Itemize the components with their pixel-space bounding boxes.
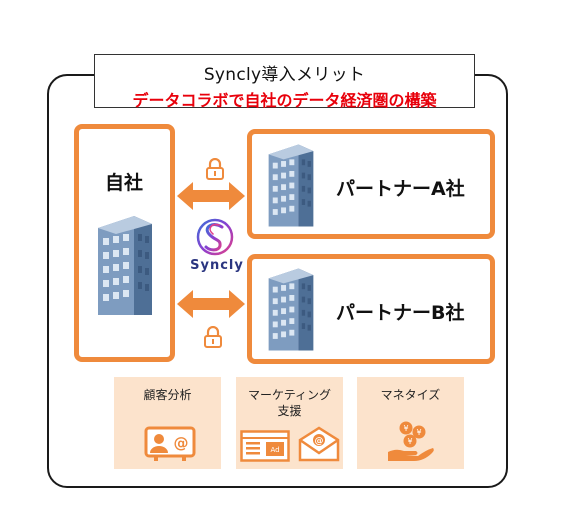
own-building-icon [98,216,152,315]
own-company-label: 自社 [105,172,144,194]
svg-text:¥: ¥ [403,424,408,433]
syncly-logo-text: Syncly [190,258,244,273]
title-box: Syncly導入メリット データコラボで自社のデータ経済圏の構築 [94,54,475,110]
partner-b-label: パートナーB社 [336,302,465,324]
service-label: マーケティング 支援 [247,388,332,418]
syncly-logo-icon [196,218,234,256]
partner-a-label: パートナーA社 [336,178,465,200]
page-subtitle: データコラボで自社のデータ経済圏の構築 [132,91,437,110]
svg-text:¥: ¥ [407,437,412,446]
monetize-coins-hand-icon: ¥ ¥ ¥ [388,421,434,461]
service-label: マネタイズ [380,388,441,402]
partner-a-building-icon [268,144,314,227]
marketing-email-icon: @ [298,426,340,462]
svg-text:@: @ [315,437,324,447]
svg-text:¥: ¥ [416,428,421,437]
svg-text:Ad: Ad [270,446,279,454]
partner-b-building-icon [268,268,314,351]
double-arrow-top-icon [177,182,245,210]
lock-icon-top [206,158,224,180]
svg-text:@: @ [174,434,189,452]
double-arrow-bottom-icon [177,290,245,318]
service-label: 顧客分析 [143,388,192,402]
lock-icon-bottom [204,326,222,348]
page-title: Syncly導入メリット [203,65,366,85]
marketing-ad-page-icon: Ad [240,430,290,462]
customer-id-card-icon: @ [144,426,196,461]
